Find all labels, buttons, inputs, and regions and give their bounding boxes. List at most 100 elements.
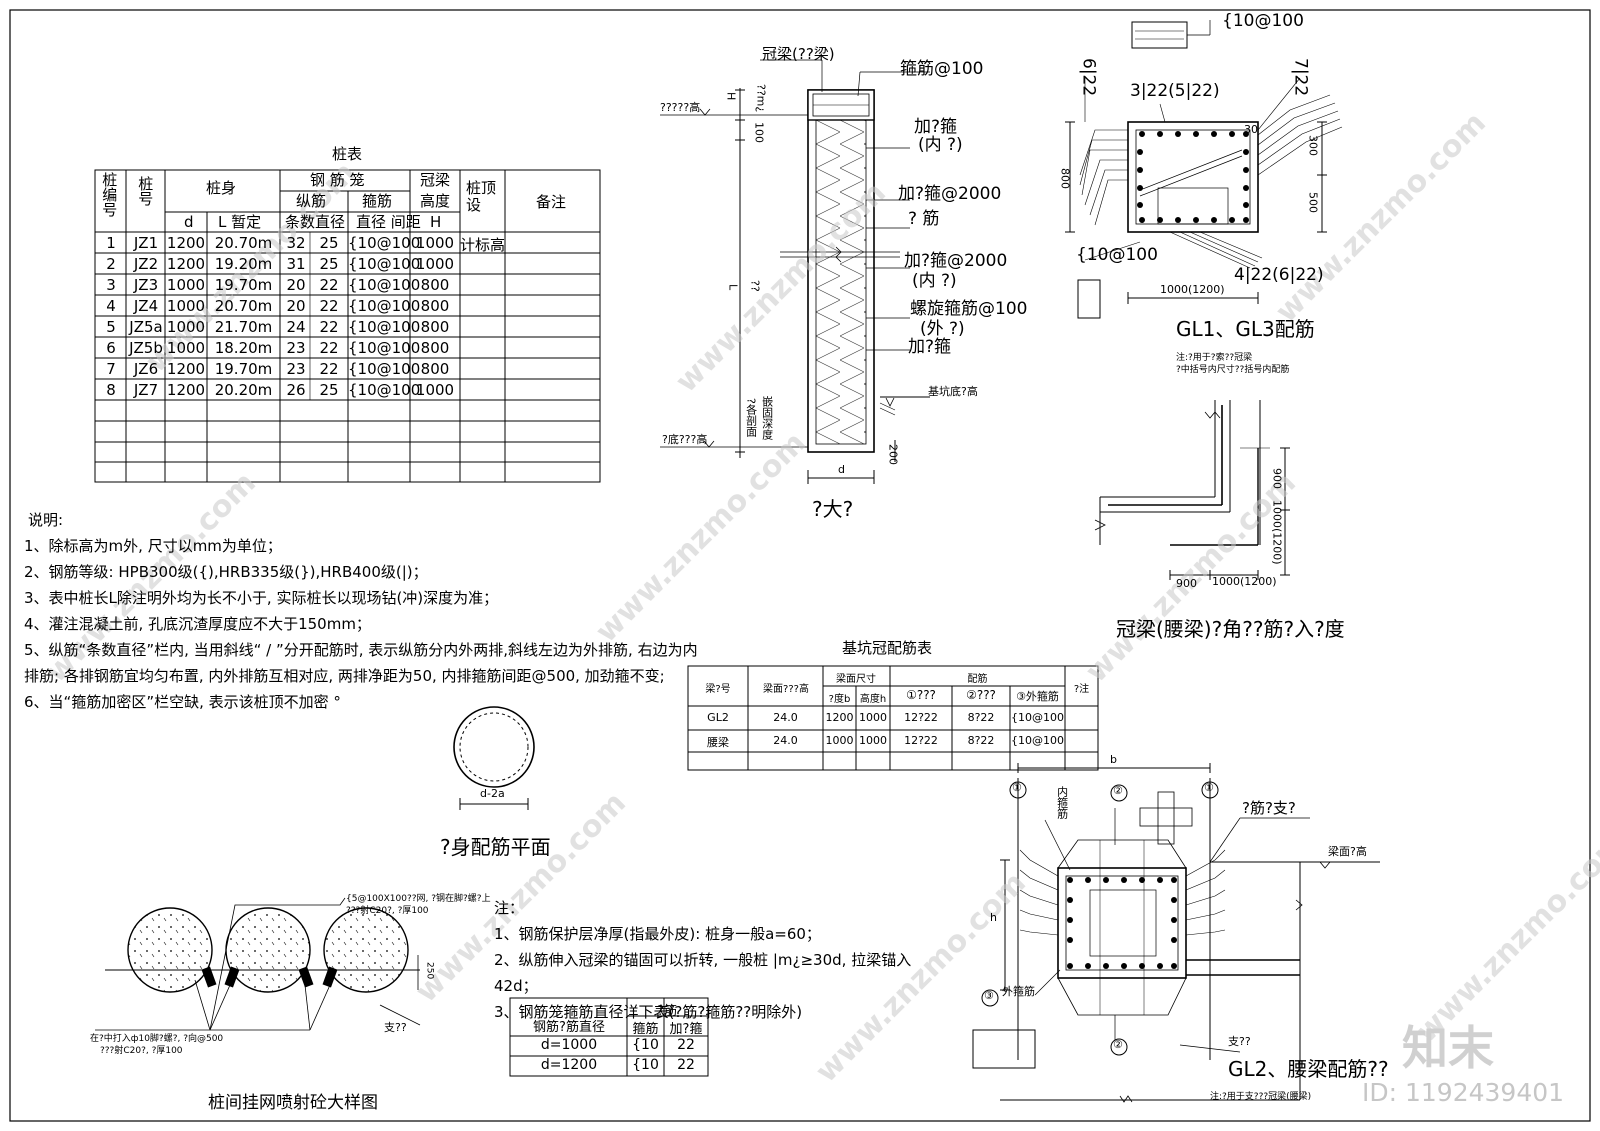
pile-table-cell: 1000 — [166, 276, 206, 294]
pile-table-cell: 25 — [319, 381, 339, 399]
pile-table-cell: 22 — [319, 339, 339, 357]
pile-plan-dim: d-2a — [480, 787, 505, 800]
pile-elevation-caption: ?大? — [812, 497, 854, 521]
gl1-angle: 30 — [1244, 123, 1258, 136]
pile-table-cell: 1200 — [166, 381, 206, 399]
size-col-header: 梁面尺寸 — [836, 674, 876, 685]
inner-stirrup-label: 内箍筋 — [1055, 786, 1069, 819]
mesh-dim-250: 250 — [424, 962, 435, 980]
pile-table-cell: 19.70m — [214, 360, 273, 378]
pile-table-cell: 26 — [286, 381, 306, 399]
cover-note-line: 1、钢筋保护层净厚(指最外皮): 桩身一般a=60； — [494, 925, 821, 943]
note-line: 3、表中桩长L除注明外均为长不小于, 实际桩长以现场钻(冲)深度为准； — [24, 589, 499, 607]
pile-table-cell: 4 — [106, 297, 116, 315]
gl1-rebar-dots — [1137, 131, 1249, 223]
gl1-caption: GL1、GL3配筋 — [1176, 317, 1315, 341]
pile-table-title: 桩表 — [332, 145, 363, 163]
pile-table-cell: 23 — [286, 360, 306, 378]
stirrup-table-cell: {10 — [632, 1037, 659, 1053]
bottom-elevation-label: ?底???高 — [662, 433, 708, 446]
mesh-note-3: 在?中打入ф10脚?螺?, ?向@500 — [90, 1034, 224, 1044]
pile-table-cell: 22 — [319, 360, 339, 378]
beam-table-cell: 1000 — [859, 734, 887, 747]
gl1-top-stirrup: {10@100 — [1222, 11, 1304, 31]
col-header-body: 桩身 — [206, 179, 237, 197]
gl1-bottom-bars: 4|22(6|22) — [1234, 265, 1324, 285]
pile-table-cell: 22 — [319, 318, 339, 336]
gl1-note-2: ?中括号内尺寸??括号内配筋 — [1176, 365, 1290, 375]
mesh-note-4: ???射C20?, ?厚100 — [100, 1046, 183, 1056]
gl2-caption: GL2、腰梁配筋?? — [1228, 1057, 1389, 1081]
marker-2-bottom: ② — [1113, 1038, 1123, 1051]
col-header-d: d — [184, 213, 194, 231]
pile-table-cell: {10@100 — [348, 339, 421, 357]
gl1-note-1: 注:?用于?索??冠梁 — [1176, 353, 1253, 363]
note-line: 1、除标高为m外, 尺寸以mm为单位； — [24, 537, 282, 555]
dim-200: 200 — [886, 444, 900, 465]
pile-table-cell: 23 — [286, 339, 306, 357]
pile-table-cell: 计标高 — [460, 236, 506, 254]
pile-table-cell: 1000 — [415, 255, 455, 273]
pile-table-cell: 7 — [106, 360, 116, 378]
col-header-count-dia: 条数直径 — [285, 213, 346, 231]
note-line: 6、当“箍筋加密区”栏空缺, 表示该桩顶不加密 ° — [24, 693, 341, 711]
dim-L: L — [726, 284, 740, 291]
gl1-right-bar: 7|22 — [1290, 58, 1311, 97]
beam-table-cell: 1000 — [859, 711, 887, 724]
gl1-dim-500: 500 — [1306, 192, 1320, 213]
rebar-col-header: 配筋 — [967, 674, 988, 685]
stirrup-table-header-2: ?筋 — [657, 1004, 677, 1019]
beam-table-title: 基坑冠配筋表 — [842, 639, 933, 657]
stirrup-table-header-1: 钢筋?筋直径 — [533, 1020, 605, 1035]
add-stirrup-2000-label: 加?箍@2000 — [898, 184, 1002, 204]
stirrup-table-cell: 22 — [677, 1057, 695, 1073]
pile-table-cell: 25 — [319, 255, 339, 273]
col-header-dia-spacing: 直径 间距 — [356, 213, 421, 231]
r1-col-header: ①??? — [906, 688, 936, 702]
stirrup-label: 箍筋@100 — [900, 59, 984, 79]
mesh-support: 支?? — [384, 1021, 407, 1034]
gl1-top-bars: 3|22(5|22) — [1130, 81, 1220, 101]
pile-table-cell: 1 — [106, 234, 116, 252]
bar-label: ? 筋 — [908, 209, 940, 229]
pile-table-cell: JZ5b — [129, 339, 163, 357]
marker-1-left: ① — [1012, 781, 1022, 794]
col-header-L: L 暂定 — [218, 213, 262, 231]
col-header-cage: 钢 筋 笼 — [310, 171, 365, 189]
pile-table-cell: 32 — [286, 234, 306, 252]
r3-col-header: ③外箍筋 — [1016, 690, 1059, 703]
beam-table-cell: 24.0 — [773, 711, 798, 724]
marker-3: ③ — [984, 989, 994, 1002]
pile-table-cell: {10@100 — [348, 276, 421, 294]
support-label: 支?? — [1228, 1035, 1251, 1048]
embed-label: ?各剖面 — [744, 398, 758, 437]
add-stirrup-label: 加?箍 — [914, 117, 958, 137]
pile-table-cell: 800 — [420, 297, 450, 315]
pile-table-cell: JZ3 — [133, 276, 159, 294]
pile-table-cell: 20 — [286, 276, 306, 294]
beam-table-cell: 1200 — [825, 711, 854, 724]
pile-table-cell: 1200 — [166, 360, 206, 378]
stirrup-table-cell: d=1200 — [540, 1057, 598, 1073]
support-bar-label: ?筋?支? — [1242, 799, 1296, 817]
pile-table-cell: 20.70m — [214, 234, 273, 252]
top-elevation-label: ?????高 — [660, 101, 701, 114]
beam-table-cell: GL2 — [707, 711, 729, 724]
add-stirrup-inner-sub: (内 ?) — [912, 271, 957, 291]
pile-table-cell: 24 — [286, 318, 306, 336]
beam-table-cell: 8?22 — [967, 734, 995, 747]
pile-table-cell: 800 — [420, 318, 450, 336]
pile-table-cell: 2 — [106, 255, 116, 273]
gl1-left-bar: 6|22 — [1078, 58, 1099, 97]
pile-elevation — [660, 59, 930, 484]
beam-table-cell: 腰梁 — [707, 736, 729, 749]
pile-table-cell: JZ2 — [133, 255, 159, 273]
cover-note-line: 3、钢筋笼箍筋直径详下表(?筋?箍筋??明除外) — [494, 1003, 803, 1021]
pile-table-cell: 800 — [420, 276, 450, 294]
corner-dim-1000: 1000(1200) — [1270, 500, 1284, 565]
h-col-header: 高度h — [859, 694, 887, 705]
col-header-pile-no: 桩号 — [136, 176, 155, 206]
notes-title: 说明: — [28, 511, 64, 529]
pile-table-cell: 5 — [106, 318, 116, 336]
